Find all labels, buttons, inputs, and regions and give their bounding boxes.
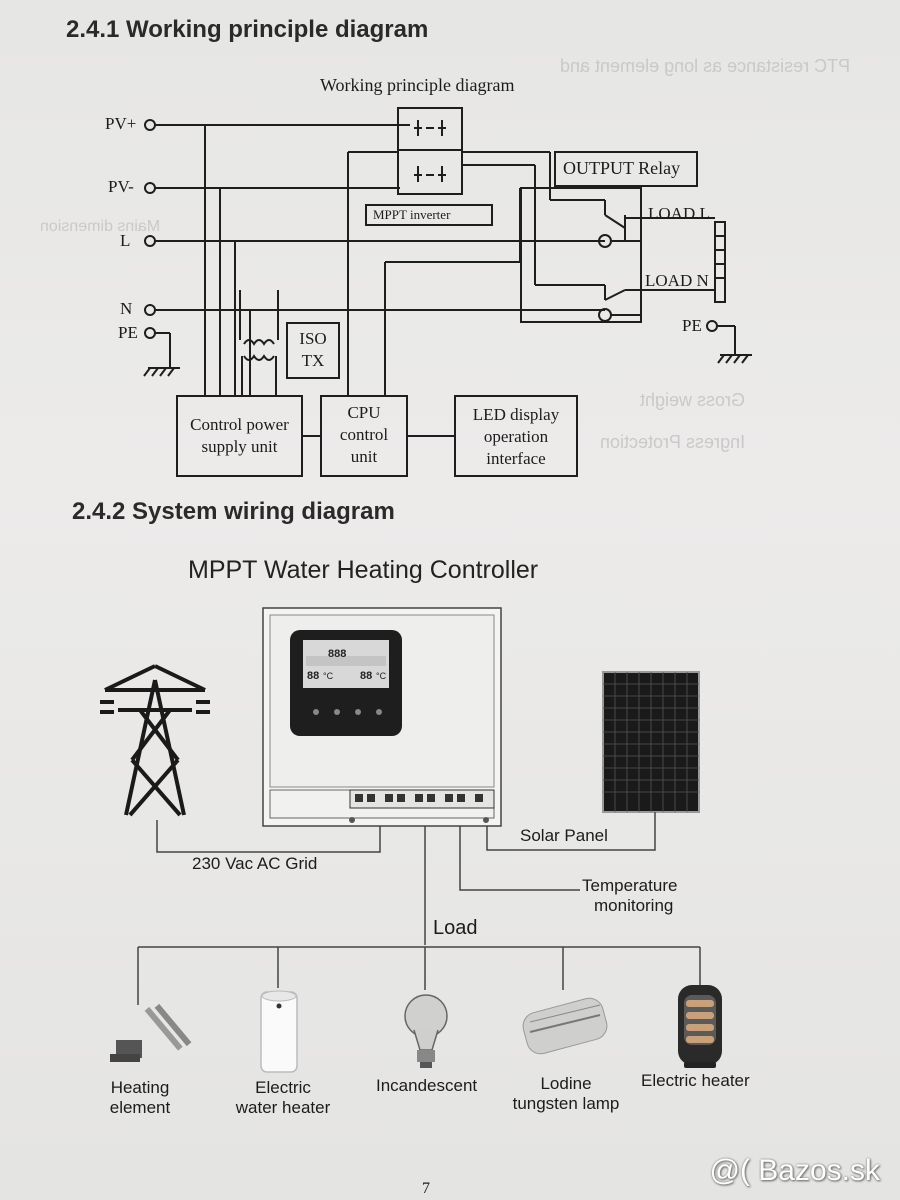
section-heading-system-wiring: 2.4.2 System wiring diagram [72,498,395,525]
heating-element-icon [110,1003,192,1062]
watermark: @( Bazos.sk [709,1154,881,1187]
control-power-supply-block: Control power supply unit [177,414,302,458]
load-device-heating-element: Heating element [105,1078,175,1118]
load-device-line1: Heating [110,1078,170,1097]
load-device-line2: water heater [235,1098,331,1117]
cpu-line3: unit [350,447,378,466]
controller-display-right-unit: °C [376,671,387,681]
system-wiring-lines [137,812,701,1005]
control-power-line1: Control power [190,415,289,434]
solar-panel-icon [602,671,700,813]
iso-tx-block: ISO TX [287,328,339,372]
load-label: Load [433,917,478,939]
led-display-interface-block: LED display operation interface [455,404,577,470]
electric-heater-icon [678,985,722,1068]
controller-display-top-digits: 888 [328,648,347,660]
incandescent-bulb-icon [404,994,448,1068]
cpu-line2: control [339,425,389,444]
power-tower-icon [100,664,210,817]
controller-display-left-temp: 88 [307,670,320,682]
load-l-label: LOAD L [648,204,710,223]
iso-tx-line2: TX [301,351,325,370]
solar-panel-label: Solar Panel [520,826,608,845]
load-device-electric-heater: Electric heater [641,1071,750,1091]
controller-unit-icon [262,607,502,827]
cpu-line1: CPU [347,403,381,422]
load-n-label: LOAD N [645,271,709,290]
diagram-title-system-wiring: MPPT Water Heating Controller [188,556,539,584]
tungsten-lamp-icon [522,997,608,1055]
load-device-water-heater: Electric water heater [228,1078,338,1118]
terminal-label-pv-plus: PV+ [105,114,137,133]
terminal-label-pe-left: PE [118,323,138,342]
load-device-line2: element [109,1098,171,1117]
controller-display-left-unit: °C [323,671,334,681]
terminal-label-n: N [120,299,133,318]
led-line3: interface [486,449,546,468]
controller-display-right-temp: 88 [360,670,373,682]
cpu-control-unit-block: CPU control unit [321,402,407,468]
terminal-label-pv-minus: PV- [108,177,134,196]
page-number: 7 [422,1180,430,1197]
load-device-line1: Electric [255,1078,311,1097]
diagram-title-working-principle: Working principle diagram [320,75,515,95]
load-device-line1: Lodine [540,1074,592,1093]
temperature-label-line1: Temperature [582,876,678,895]
load-device-line2: tungsten lamp [512,1094,620,1113]
section-heading-working-principle: 2.4.1 Working principle diagram [66,16,429,43]
terminal-label-l: L [120,231,131,250]
grid-label: 230 Vac AC Grid [192,854,318,873]
mppt-inverter-label: MPPT inverter [373,207,451,222]
water-heater-icon [260,990,298,1073]
led-line2: operation [483,427,549,446]
iso-tx-line1: ISO [299,329,327,348]
load-device-line1: Electric heater [641,1071,750,1090]
led-line1: LED display [472,405,560,424]
control-power-line2: supply unit [201,437,278,456]
output-relay-label: OUTPUT Relay [563,158,681,178]
load-device-tungsten-lamp: Lodine tungsten lamp [505,1074,627,1114]
load-device-incandescent: Incandescent [376,1076,477,1096]
terminal-label-pe-right: PE [682,316,702,335]
load-device-line1: Incandescent [376,1076,478,1095]
temperature-label-line2: monitoring [594,896,674,915]
